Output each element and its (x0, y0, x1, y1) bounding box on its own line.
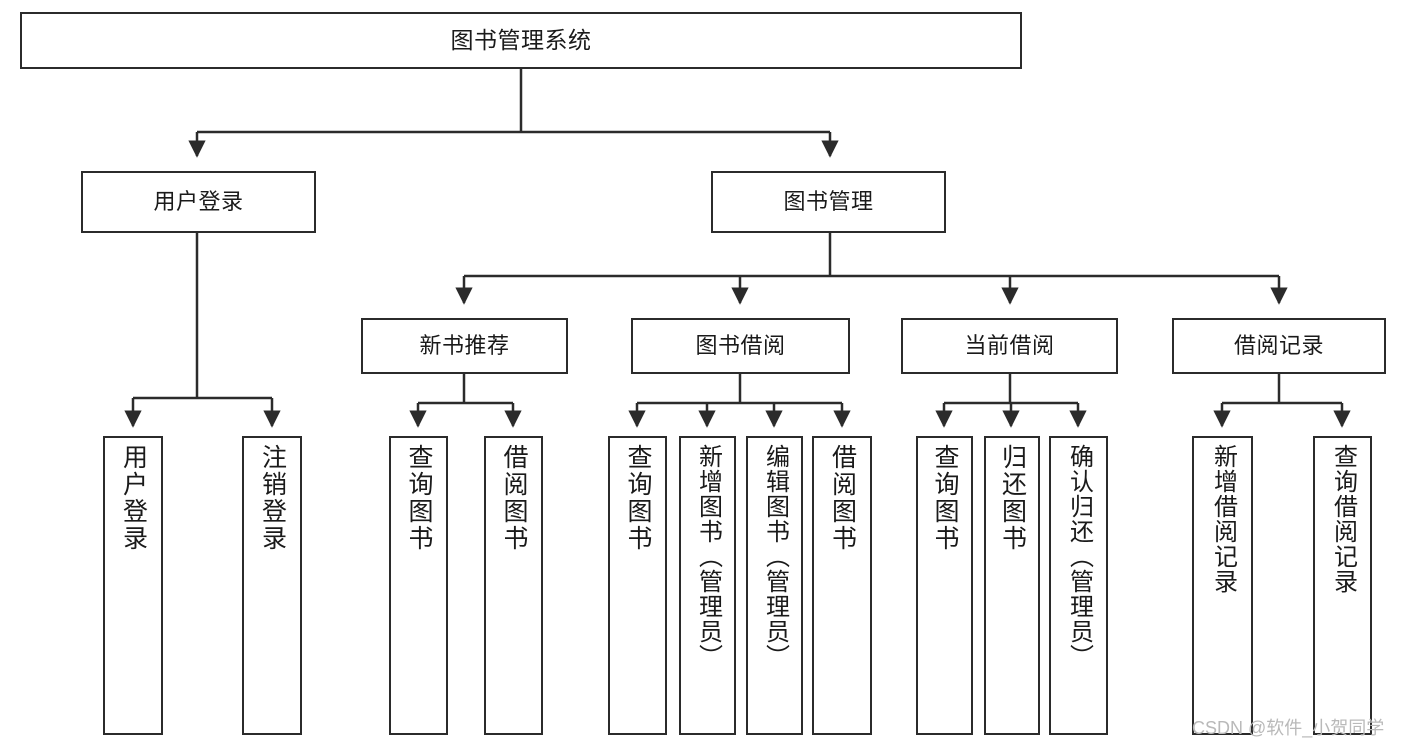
leaf-add-borrow-record[interactable]: 新增借阅记录 (1192, 436, 1253, 735)
leaf-query-book-recommend[interactable]: 查询图书 (389, 436, 448, 735)
node-label: 借阅记录 (1233, 332, 1324, 358)
node-label: 注销登录 (258, 444, 287, 552)
node-label: 图书管理系统 (450, 26, 592, 53)
node-label: 图书管理 (783, 188, 874, 214)
leaf-edit-book-admin[interactable]: 编辑图书（管理员） (746, 436, 803, 735)
leaf-return-book[interactable]: 归还图书 (984, 436, 1040, 735)
node-label: 用户登录 (119, 444, 148, 552)
node-user-login[interactable]: 用户登录 (81, 171, 316, 233)
node-current-borrowing[interactable]: 当前借阅 (901, 318, 1118, 374)
leaf-borrow-book-recommend[interactable]: 借阅图书 (484, 436, 543, 735)
leaf-logout[interactable]: 注销登录 (242, 436, 302, 735)
node-label: 当前借阅 (964, 332, 1055, 358)
node-root-book-management-system[interactable]: 图书管理系统 (20, 12, 1022, 69)
node-label: 新增图书（管理员） (694, 444, 722, 669)
node-label: 用户登录 (153, 188, 244, 214)
node-label: 查询借阅记录 (1329, 444, 1357, 594)
node-book-management[interactable]: 图书管理 (711, 171, 946, 233)
leaf-confirm-return-admin[interactable]: 确认归还（管理员） (1049, 436, 1108, 735)
node-book-borrowing[interactable]: 图书借阅 (631, 318, 850, 374)
leaf-user-login[interactable]: 用户登录 (103, 436, 163, 735)
leaf-query-borrow-record[interactable]: 查询借阅记录 (1313, 436, 1372, 735)
node-label: 查询图书 (405, 444, 433, 552)
leaf-query-book-borrow[interactable]: 查询图书 (608, 436, 667, 735)
leaf-query-book-current[interactable]: 查询图书 (916, 436, 973, 735)
node-borrowing-records[interactable]: 借阅记录 (1172, 318, 1386, 374)
node-label: 新书推荐 (419, 332, 510, 358)
leaf-add-book-admin[interactable]: 新增图书（管理员） (679, 436, 736, 735)
leaf-borrow-book[interactable]: 借阅图书 (812, 436, 872, 735)
node-label: 借阅图书 (500, 444, 528, 552)
node-label: 新增借阅记录 (1209, 444, 1237, 594)
node-label: 归还图书 (998, 444, 1027, 552)
node-label: 借阅图书 (828, 444, 857, 552)
node-new-book-recommendation[interactable]: 新书推荐 (361, 318, 568, 374)
node-label: 确认归还（管理员） (1065, 444, 1093, 669)
csdn-watermark: CSDN @软件_小贺同学 (1192, 718, 1385, 738)
node-label: 查询图书 (931, 444, 959, 552)
node-label: 图书借阅 (695, 332, 786, 358)
node-label: 编辑图书（管理员） (761, 444, 789, 669)
node-label: 查询图书 (624, 444, 652, 552)
